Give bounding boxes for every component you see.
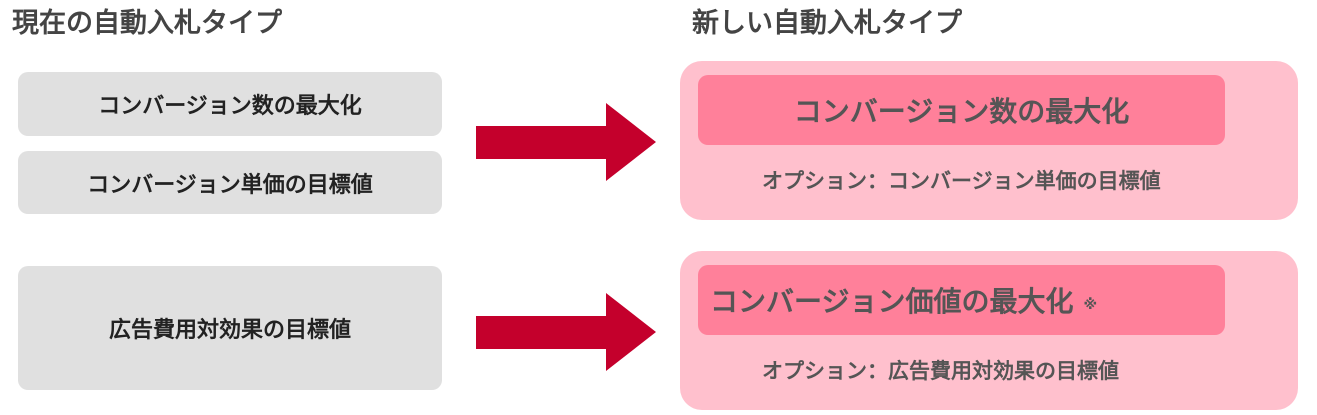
new-type-option: オプション：広告費用対効果の目標値: [762, 359, 1119, 383]
new-type-title: コンバージョン数の最大化: [698, 75, 1225, 145]
note-mark: ※: [1083, 297, 1098, 313]
right-arrow-icon: [476, 103, 656, 181]
new-type-name: コンバージョン数の最大化: [793, 95, 1130, 128]
new-type-name: コンバージョン価値の最大化: [710, 285, 1074, 318]
current-types-heading: 現在の自動入札タイプ: [12, 8, 282, 39]
right-arrow-icon: [476, 293, 656, 371]
new-type-option: オプション：コンバージョン単価の目標値: [762, 169, 1161, 193]
current-type-target-cpa: コンバージョン単価の目標値: [18, 151, 442, 214]
new-types-heading: 新しい自動入札タイプ: [692, 8, 962, 39]
current-type-maximize-conversions: コンバージョン数の最大化: [18, 72, 442, 136]
new-type-panel-maximize-conversions: コンバージョン数の最大化 オプション：コンバージョン単価の目標値: [680, 61, 1298, 220]
current-type-target-roas: 広告費用対効果の目標値: [18, 266, 442, 390]
new-type-panel-maximize-conversion-value: コンバージョン価値の最大化 ※ オプション：広告費用対効果の目標値: [680, 251, 1298, 410]
new-type-title: コンバージョン価値の最大化 ※: [698, 265, 1225, 335]
